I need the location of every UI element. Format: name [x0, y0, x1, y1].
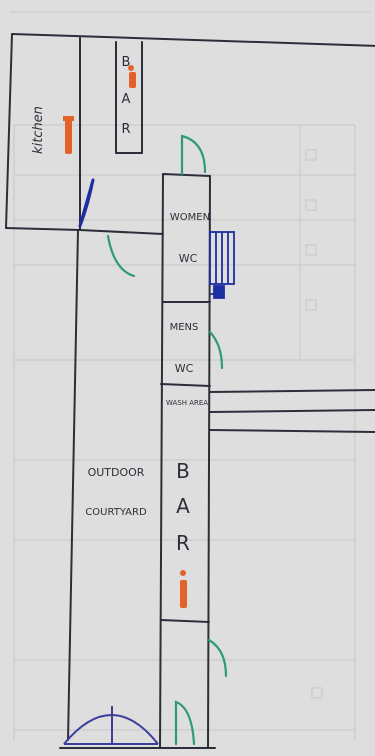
mens-wc-label-2: WC: [175, 362, 194, 375]
fire-extinguisher-icon: [180, 570, 187, 608]
bar-top-letter-b: B: [122, 55, 131, 70]
courtyard-label: OUTDOOR: [88, 466, 145, 479]
kitchen-label: kitchen: [31, 106, 46, 154]
bar-bottom-letter-b: B: [176, 459, 190, 483]
wc-fixture: [209, 231, 235, 299]
women-wc-label-2: WC: [179, 252, 198, 265]
women-wc-label: WOMEN: [170, 212, 210, 223]
door-kitchen: [78, 178, 95, 228]
door-swing-corridor: [106, 234, 136, 278]
bar-bottom-letter-a: A: [176, 494, 190, 518]
bar-top-letter-r: R: [121, 122, 130, 137]
door-swing-bottom: [174, 700, 196, 746]
fire-extinguisher-icon: [128, 65, 136, 88]
courtyard-arch: [63, 706, 159, 745]
bar-top-letter-a: A: [122, 92, 131, 107]
door-swings: [78, 134, 228, 746]
courtyard-label-2: COURTYARD: [85, 507, 147, 518]
wash-area-label: WASH AREA: [166, 399, 208, 407]
bar-top-label: B A R: [121, 55, 130, 137]
door-swing-mens: [208, 330, 224, 370]
mens-wc-label: MENS: [170, 322, 199, 333]
background-form-lines: [10, 11, 370, 740]
door-swing-top: [180, 134, 207, 174]
door-swing-bar-bottom: [207, 638, 228, 678]
bar-bottom-letter-r: R: [176, 531, 190, 555]
fire-extinguisher-icon: [63, 116, 74, 154]
bar-bottom-label: B A R: [176, 459, 190, 555]
walls: [5, 33, 375, 749]
